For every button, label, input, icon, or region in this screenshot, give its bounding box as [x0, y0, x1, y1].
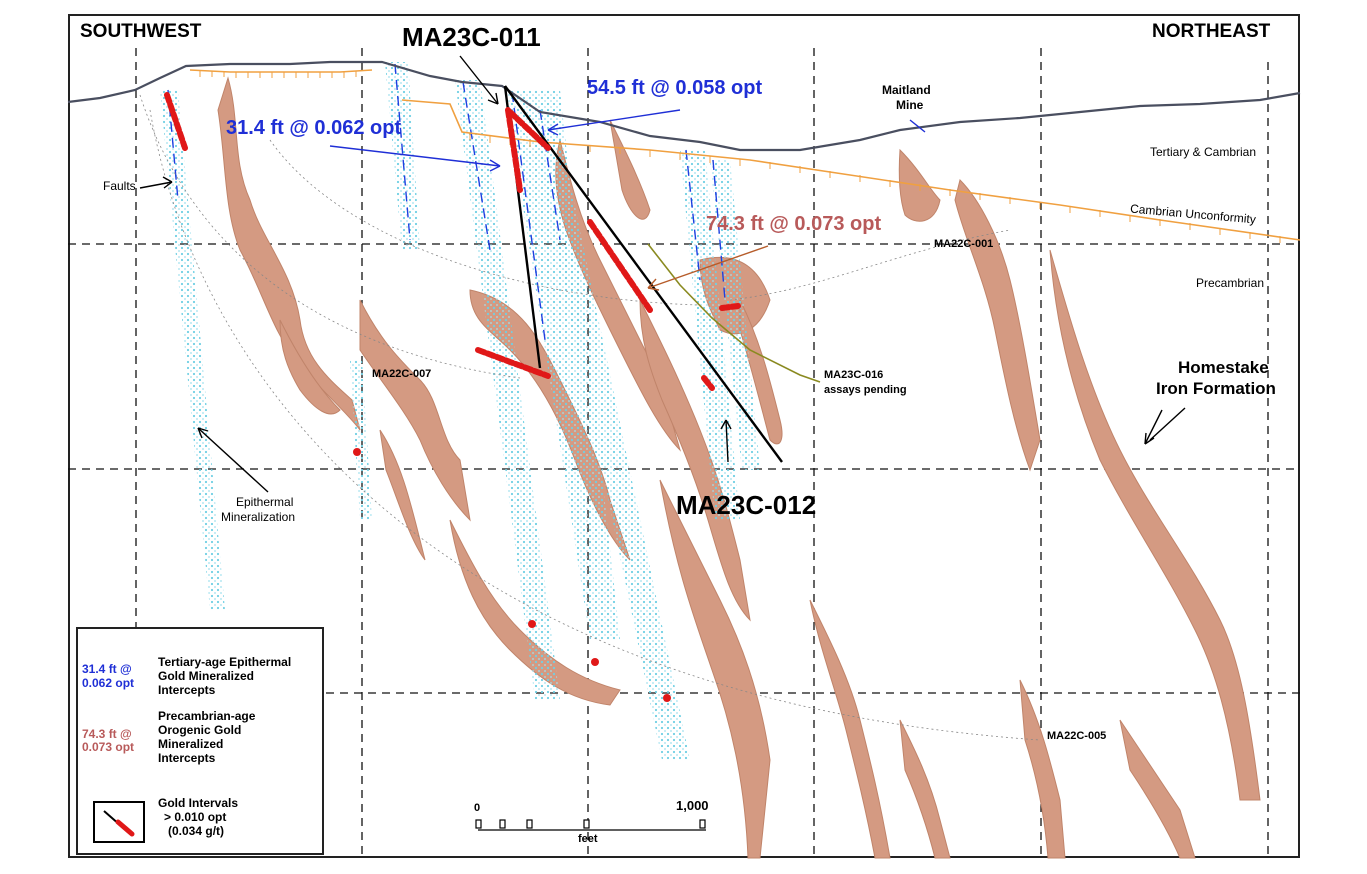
scale-max: 1,000: [676, 798, 709, 813]
legend-gold-label-1: Gold Intervals: [158, 796, 239, 810]
cambrian-unconformity: [189, 69, 1301, 241]
gold-interval-dots: [353, 448, 671, 702]
homestake-label-line2: Iron Formation: [1156, 379, 1276, 398]
faults-label: Faults: [103, 179, 136, 193]
intercept-74-3: 74.3 ft @ 0.073 opt: [706, 213, 882, 235]
maitland-label-line1: Maitland: [882, 83, 931, 97]
gold-intervals: [164, 92, 741, 391]
legend-gold-label-2: > 0.010 opt: [164, 810, 227, 824]
epithermal-label-line1: Epithermal: [236, 495, 294, 509]
hole-label-ma22c-007: MA22C-007: [372, 368, 432, 380]
legend-blue-desc-1: Tertiary-age Epithermal: [158, 655, 292, 669]
epithermal-zones: [160, 62, 760, 760]
scale-unit: feet: [578, 833, 598, 845]
maitland-label-line2: Mine: [896, 98, 924, 112]
hole-label-ma23c-012: MA23C-012: [676, 490, 817, 520]
scale-zero: 0: [474, 802, 481, 814]
homestake-label-line1: Homestake: [1178, 358, 1269, 377]
precambrian-label: Precambrian: [1196, 276, 1265, 290]
hole-label-ma23c-011: MA23C-011: [402, 22, 541, 52]
legend-brown-value-2: 0.073 opt: [82, 740, 135, 754]
hole-label-ma22c-005: MA22C-005: [1047, 730, 1107, 742]
legend-gold-label-3: (0.034 g/t): [168, 824, 225, 838]
direction-southwest: SOUTHWEST: [80, 21, 202, 42]
hole-ma23c-012: [504, 85, 783, 463]
hole-status-ma23c-016: assays pending: [824, 384, 907, 396]
scale-bar: [475, 819, 706, 831]
legend-brown-desc-1: Precambrian-age: [158, 709, 256, 723]
legend-blue-value-2: 0.062 opt: [82, 676, 135, 690]
legend-brown-value-1: 74.3 ft @: [82, 727, 132, 741]
intercept-54-5: 54.5 ft @ 0.058 opt: [587, 77, 763, 99]
callout-arrows: [139, 55, 1186, 493]
hole-label-ma22c-001: MA22C-001: [934, 238, 994, 250]
tertiary-cambrian-label: Tertiary & Cambrian: [1150, 145, 1257, 159]
legend-brown-desc-4: Intercepts: [158, 751, 216, 765]
legend-blue-value-1: 31.4 ft @: [82, 662, 132, 676]
legend: 31.4 ft @ 0.062 opt Tertiary-age Epither…: [76, 627, 324, 855]
hole-label-ma23c-016: MA23C-016: [824, 369, 884, 381]
epithermal-label-line2: Mineralization: [221, 510, 296, 524]
legend-blue-desc-3: Intercepts: [158, 683, 216, 697]
legend-blue-desc-2: Gold Mineralized: [158, 669, 255, 683]
legend-brown-desc-3: Mineralized: [158, 737, 224, 751]
intercept-31-4: 31.4 ft @ 0.062 opt: [226, 117, 402, 139]
drill-trace-arcs: [139, 94, 1041, 741]
direction-northeast: NORTHEAST: [1152, 21, 1271, 42]
unconformity-ticks: [199, 71, 1281, 243]
legend-brown-desc-2: Orogenic Gold: [158, 723, 242, 737]
